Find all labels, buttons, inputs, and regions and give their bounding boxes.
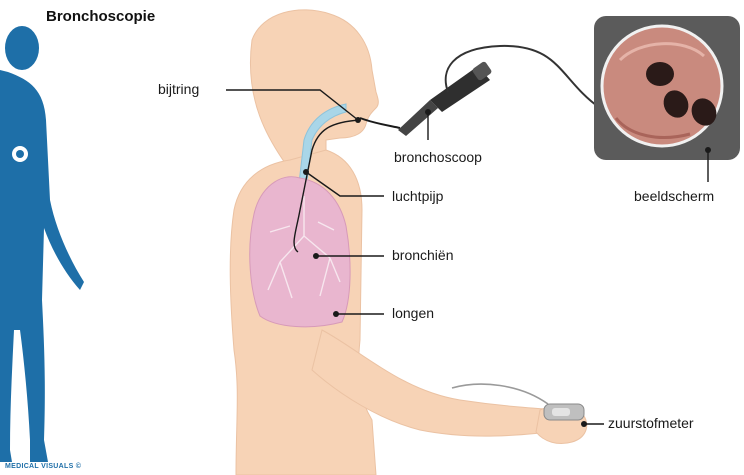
label-zuurstofmeter: zuurstofmeter	[608, 415, 694, 431]
label-longen: longen	[392, 305, 434, 321]
copyright-credit: MEDICAL VISUALS ©	[5, 463, 81, 470]
diagram-title: Bronchoscopie	[46, 8, 155, 25]
label-beeldscherm: beeldscherm	[634, 188, 714, 204]
bronchoscope-device	[360, 46, 600, 136]
label-bronchoscoop: bronchoscoop	[394, 149, 482, 165]
body-silhouette	[0, 26, 84, 462]
monitor-screen	[594, 16, 740, 160]
label-bijtring: bijtring	[158, 81, 199, 97]
label-luchtpijp: luchtpijp	[392, 188, 443, 204]
label-bronchien: bronchiën	[392, 247, 454, 263]
